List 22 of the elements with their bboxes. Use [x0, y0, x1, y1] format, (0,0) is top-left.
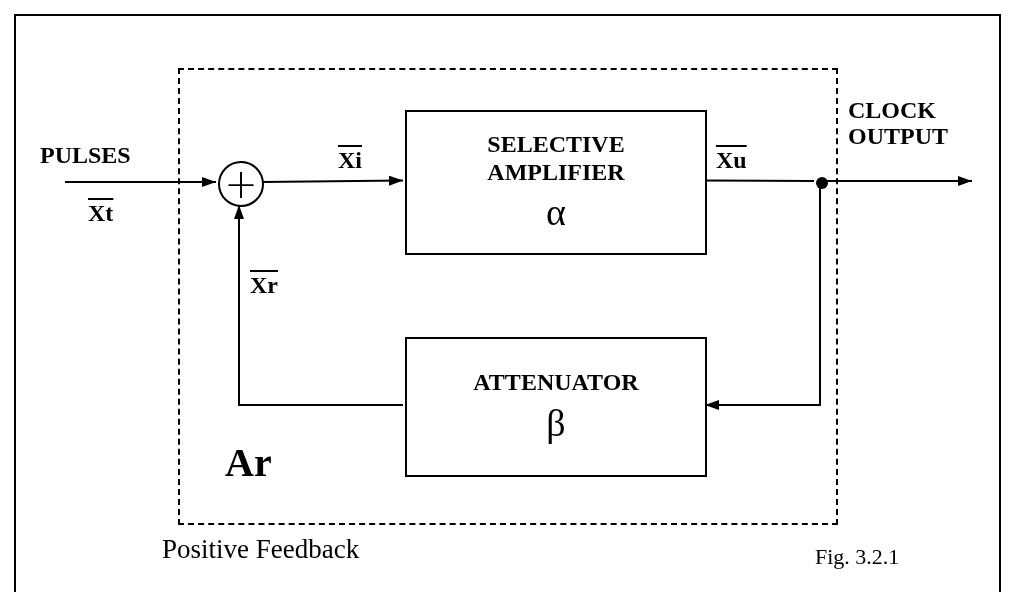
signal-label: Xu	[716, 146, 747, 174]
arrow	[234, 204, 404, 406]
figure-caption: Fig. 3.2.1	[815, 545, 900, 570]
signal-label: Xt	[88, 199, 114, 227]
block-label: Ar	[225, 441, 272, 485]
arrow	[825, 176, 973, 186]
amplifier-block	[405, 110, 707, 255]
signal-label: Xr	[250, 271, 278, 299]
output-label: CLOCK OUTPUT	[848, 97, 949, 150]
junction-dot	[816, 177, 828, 189]
input-label: PULSES	[40, 142, 131, 169]
attenuator-block	[405, 337, 707, 477]
block-title: SELECTIVE AMPLIFIER	[486, 131, 626, 187]
diagram-note: Positive Feedback	[162, 535, 360, 565]
greek-symbol: β	[546, 402, 566, 445]
signal-label: Xi	[338, 146, 362, 174]
block-title: ATTENUATOR	[472, 369, 640, 397]
summing-junction	[218, 161, 264, 207]
greek-symbol: α	[546, 192, 566, 234]
dashed-boundary	[178, 68, 838, 525]
plus-sign: +	[224, 164, 258, 204]
arrow	[64, 177, 217, 187]
